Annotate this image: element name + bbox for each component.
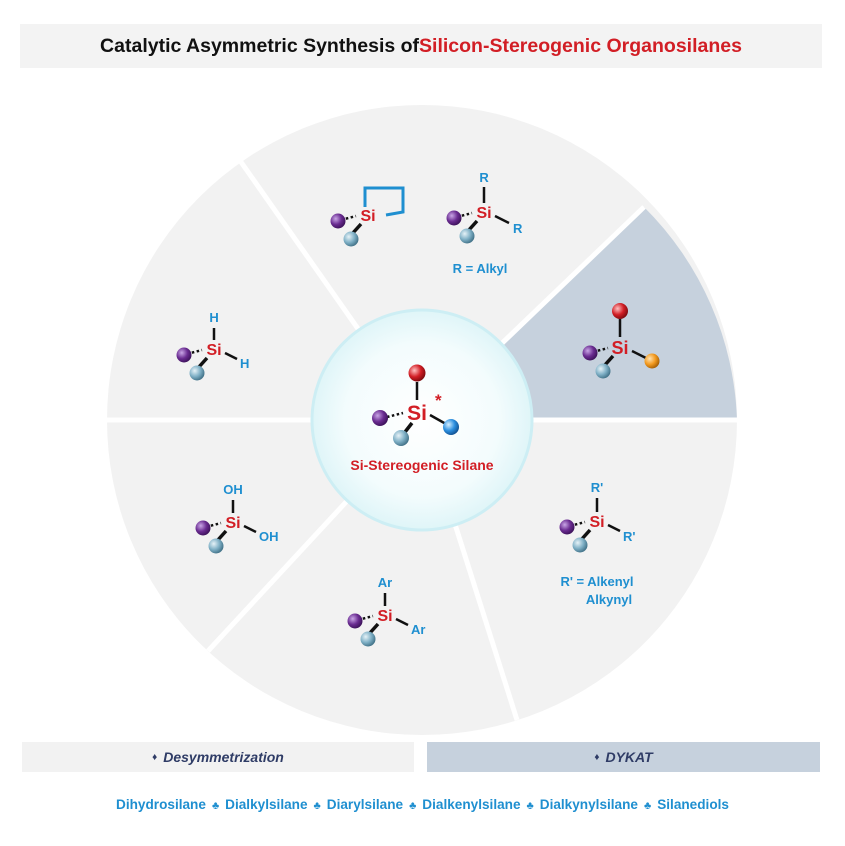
center-star: * bbox=[435, 391, 442, 410]
svg-text:Si: Si bbox=[360, 208, 375, 225]
dihydrosilane-molecule: Si H H bbox=[174, 310, 249, 383]
diarylsilane-molecule: Si Ar Ar bbox=[345, 575, 425, 649]
footer-item: Dialkynylsilane bbox=[539, 797, 638, 812]
svg-text:Si: Si bbox=[377, 608, 392, 625]
svg-text:R: R bbox=[513, 221, 523, 236]
dykat-bullet: ♦ bbox=[594, 751, 600, 763]
svg-text:Si: Si bbox=[589, 514, 604, 531]
svg-text:Ar: Ar bbox=[411, 622, 425, 637]
title-bar: Catalytic Asymmetric Synthesis of Silico… bbox=[20, 24, 822, 68]
title-highlight: Silicon-Stereogenic Organosilanes bbox=[419, 34, 742, 57]
desymmetrization-bar: ♦ Desymmetrization bbox=[22, 742, 414, 772]
desymmetrization-bullet: ♦ bbox=[152, 751, 158, 763]
center-si: Si bbox=[407, 402, 427, 425]
dykat-bar: ♦ DYKAT bbox=[427, 742, 820, 772]
silanediol-molecule: Si OH OH bbox=[193, 482, 279, 556]
dialkyl-note: R = Alkyl bbox=[453, 261, 508, 276]
desymmetrization-label: Desymmetrization bbox=[163, 749, 284, 765]
footer-item: Silanediols bbox=[657, 797, 729, 812]
svg-text:OH: OH bbox=[223, 482, 243, 497]
svg-text:Ar: Ar bbox=[378, 575, 392, 590]
unsat-note-line2: Alkynyl bbox=[586, 592, 632, 607]
footer-item: Diarylsilane bbox=[326, 797, 404, 812]
center-molecule: Si * bbox=[372, 364, 459, 446]
svg-text:OH: OH bbox=[259, 529, 279, 544]
footer-item: Dialkylsilane bbox=[225, 797, 308, 812]
silacyclobutane-molecule: Si bbox=[328, 186, 405, 249]
dykat-label: DYKAT bbox=[605, 749, 653, 765]
unsat-note-line1: R' = Alkenyl bbox=[560, 574, 633, 589]
center-hub bbox=[310, 308, 534, 532]
footer-item: Dialkenylsilane bbox=[422, 797, 521, 812]
footer-item: Dihydrosilane bbox=[116, 797, 206, 812]
center-label: Si-Stereogenic Silane bbox=[350, 457, 493, 473]
svg-text:H: H bbox=[209, 310, 218, 325]
svg-text:Si: Si bbox=[611, 338, 628, 358]
svg-text:R': R' bbox=[623, 529, 635, 544]
dialkylsilane-molecule: Si R R bbox=[444, 170, 523, 246]
dykat-molecule: Si bbox=[580, 303, 660, 381]
svg-text:Si: Si bbox=[206, 342, 221, 359]
svg-text:R: R bbox=[479, 170, 489, 185]
svg-text:Si: Si bbox=[225, 515, 240, 532]
svg-text:R': R' bbox=[591, 480, 603, 495]
silane-class-list: Dihydrosilane♣Dialkylsilane♣Diarylsilane… bbox=[116, 797, 729, 812]
title-prefix: Catalytic Asymmetric Synthesis of bbox=[100, 34, 420, 57]
svg-text:Si: Si bbox=[476, 205, 491, 222]
dialkenylsilane-molecule: Si R' R' bbox=[557, 480, 635, 555]
svg-text:H: H bbox=[240, 356, 249, 371]
